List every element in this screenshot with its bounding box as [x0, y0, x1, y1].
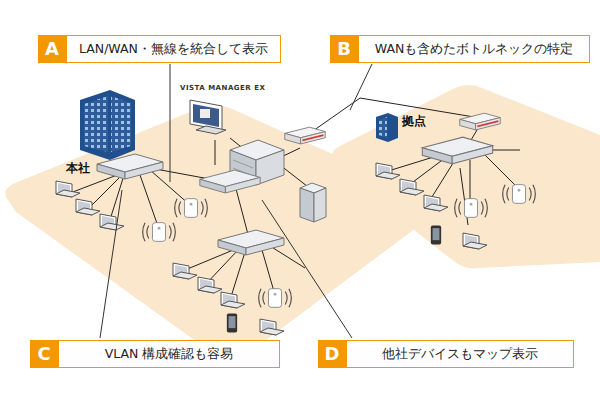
access-point-icon: [175, 199, 208, 218]
branch-building: [376, 113, 398, 142]
laptop-icon: [221, 292, 245, 308]
callout-letter: B: [330, 35, 358, 63]
phone-icon: [431, 226, 441, 245]
branch-floor: [332, 85, 600, 268]
callout-text: 他社デバイスもマップ表示: [346, 340, 574, 368]
server: [300, 183, 326, 222]
laptop-icon: [424, 195, 448, 211]
access-point-icon: [503, 185, 536, 204]
callout-box: ALAN/WAN・無線を統合して表示: [38, 35, 281, 63]
access-point-icon: [455, 199, 488, 218]
laptop-icon: [198, 277, 222, 293]
callout-letter: A: [38, 35, 66, 63]
callout-letter: C: [30, 340, 58, 368]
phone-icon: [227, 314, 237, 333]
laptop-icon: [400, 179, 424, 195]
callout-box: CVLAN 構成確認も容易: [30, 340, 280, 368]
access-point-icon: [143, 223, 176, 242]
callout-text: VLAN 構成確認も容易: [58, 340, 280, 368]
laptop-icon: [56, 181, 80, 197]
site-label: 本社: [66, 160, 90, 177]
router-icon: [460, 113, 500, 130]
callout-box: BWANも含めたボトルネックの特定: [330, 35, 590, 63]
switch-icon: [422, 137, 492, 164]
switch-icon: [200, 170, 260, 193]
router-icon: [285, 127, 325, 144]
callout-text: WANも含めたボトルネックの特定: [358, 35, 590, 63]
laptop-icon: [173, 263, 197, 279]
laptop-icon: [76, 199, 100, 215]
laptop-icon: [463, 233, 487, 249]
laptop-icon: [100, 214, 124, 230]
site-label: 拠点: [402, 113, 426, 130]
logo-text: VISTA MANAGER EX: [180, 84, 265, 92]
laptop-icon: [376, 163, 400, 179]
callout-letter: D: [318, 340, 346, 368]
switch-icon: [97, 154, 163, 179]
callout-box: D他社デバイスもマップ表示: [318, 340, 574, 368]
hq-building: [80, 90, 135, 160]
access-point-icon: [259, 289, 292, 308]
switch-icon: [218, 230, 284, 255]
laptop-icon: [260, 319, 284, 335]
manager-pc: [190, 100, 226, 134]
callout-text: LAN/WAN・無線を統合して表示: [66, 35, 281, 63]
leader-lines: [100, 64, 372, 338]
